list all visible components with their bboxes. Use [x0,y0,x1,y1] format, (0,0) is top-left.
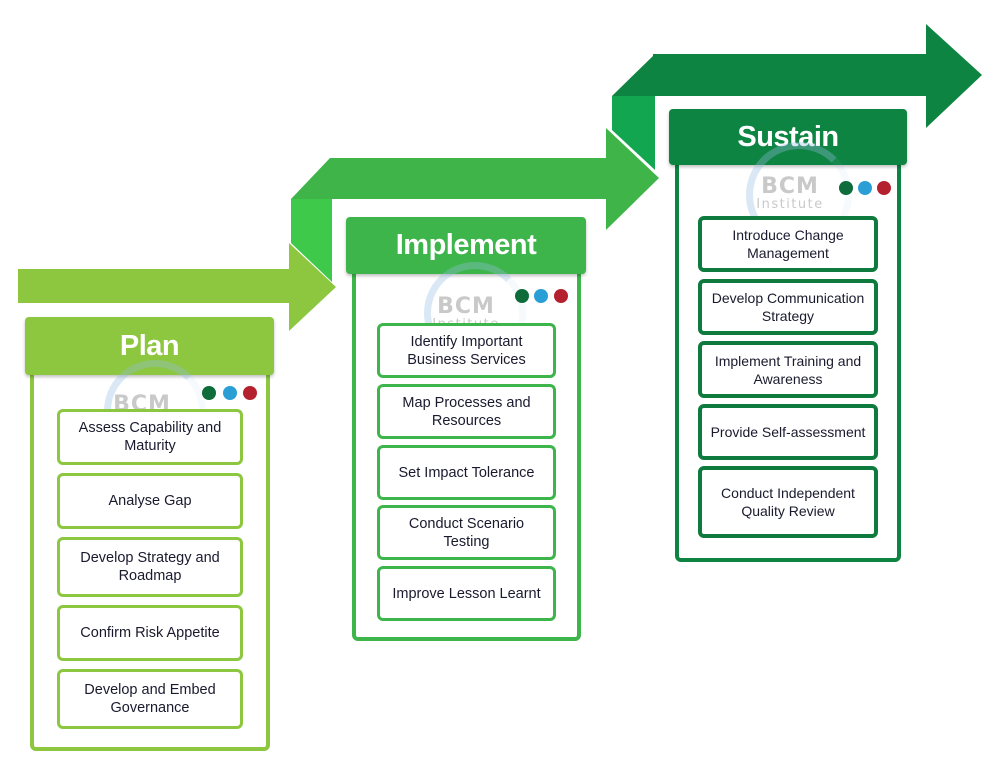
arrow-shaft-2 [330,158,616,199]
green-dot-icon [839,181,853,195]
arrow-riser-2 [612,96,655,170]
arrow-head-2 [606,128,659,230]
blue-dot-icon [534,289,548,303]
blue-dot-icon [858,181,872,195]
green-dot-icon [202,386,216,400]
green-dot-icon [515,289,529,303]
red-dot-icon [877,181,891,195]
red-dot-icon [243,386,257,400]
sustain-step-change-management: Introduce Change Management [698,216,878,272]
plan-step-develop-governance: Develop and Embed Governance [57,669,243,729]
sustain-step-training-awareness: Implement Training and Awareness [698,341,878,398]
plan-step-develop-strategy: Develop Strategy and Roadmap [57,537,243,597]
arrow-head-3 [926,24,982,128]
plan-step-confirm-risk-appetite: Confirm Risk Appetite [57,605,243,661]
implement-step-identify-services: Identify Important Business Services [377,323,556,378]
arrow-riser-1 [291,199,332,282]
implement-step-lesson-learnt: Improve Lesson Learnt [377,566,556,621]
sustain-step-communication-strategy: Develop Communication Strategy [698,279,878,335]
arrow-head-1 [289,243,336,331]
implement-step-scenario-testing: Conduct Scenario Testing [377,505,556,560]
implement-step-set-impact-tolerance: Set Impact Tolerance [377,445,556,500]
implement-step-map-processes: Map Processes and Resources [377,384,556,439]
sustain-step-self-assessment: Provide Self-assessment [698,404,878,460]
arrow-shaft-3 [653,54,933,96]
red-dot-icon [554,289,568,303]
plan-step-analyse-gap: Analyse Gap [57,473,243,529]
blue-dot-icon [223,386,237,400]
plan-step-assess-capability: Assess Capability and Maturity [57,409,243,465]
sustain-step-quality-review: Conduct Independent Quality Review [698,466,878,538]
arrow-shaft-1 [18,269,295,303]
